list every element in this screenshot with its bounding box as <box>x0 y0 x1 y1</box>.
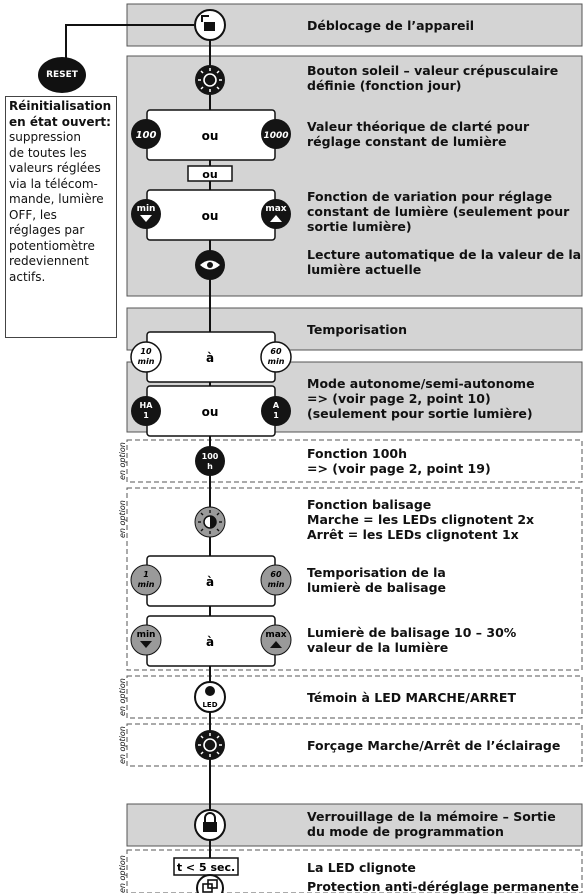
reset-note-line: suppression <box>9 130 81 144</box>
svg-text:min: min <box>138 357 155 366</box>
connector-a-3: à <box>206 635 214 649</box>
lock-button[interactable] <box>194 809 226 841</box>
connector-a-2: à <box>206 575 214 589</box>
reset-note-line: potentiomètre <box>9 238 95 253</box>
option-label-force: en option <box>118 726 127 764</box>
beacon-min-button[interactable]: min <box>130 624 162 656</box>
delay-60-min-button[interactable]: 60 min <box>260 341 292 373</box>
svg-text:10: 10 <box>140 347 152 356</box>
beacon-1-min-button[interactable]: 1 min <box>130 564 162 596</box>
step-lock-text: Verrouillage de la mémoire – Sortie du m… <box>307 809 556 839</box>
t5-label: t < 5 sec. <box>177 861 235 874</box>
delay-10-min-button[interactable]: 10 min <box>130 341 162 373</box>
step-sun-text: Bouton soleil – valeur crépusculaire déf… <box>307 63 559 93</box>
reset-note-line: de toutes les <box>9 145 87 160</box>
connector-ou-2: ou <box>202 209 219 223</box>
reset-note-line: valeurs réglées <box>9 161 101 175</box>
beacon-60-min-button[interactable]: 60 min <box>260 564 292 596</box>
reset-note-line: mande, lumière <box>9 192 104 206</box>
value-100-button[interactable]: 100 <box>131 119 161 149</box>
svg-text:max: max <box>265 204 286 214</box>
svg-text:A: A <box>273 401 280 410</box>
step-force-text: Forçage Marche/Arrêt de l’éclairage <box>307 738 561 753</box>
connector-a-1: à <box>206 351 214 365</box>
svg-text:LED: LED <box>202 701 217 709</box>
svg-text:60: 60 <box>270 347 282 356</box>
svg-text:1: 1 <box>143 570 149 579</box>
reset-note: Réinitialisation en état ouvert: suppres… <box>5 96 117 338</box>
value-1000-button[interactable]: 1000 <box>261 119 291 149</box>
step-brightness-text: Valeur théorique de clarté pour réglage … <box>307 119 530 149</box>
reset-note-line: OFF, les <box>9 207 57 222</box>
step-dimming-text: Fonction de variation pour réglage const… <box>307 189 570 234</box>
beacon-max-button[interactable]: max <box>260 624 292 656</box>
step-led-blink-text: La LED clignote <box>307 860 416 875</box>
eye-button[interactable] <box>195 250 225 280</box>
auto-button[interactable]: A 1 <box>261 396 291 426</box>
ou-connector-label: ou <box>202 168 217 181</box>
reset-note-line: redeviennent <box>9 254 89 268</box>
connector-ou-3: ou <box>202 405 219 419</box>
step-100h-text: Fonction 100h => (voir page 2, point 19) <box>307 446 491 476</box>
sun-button[interactable] <box>195 65 225 95</box>
option-box-led <box>126 675 583 719</box>
svg-text:h: h <box>207 462 213 471</box>
reset-note-line: via la télécom- <box>9 176 98 191</box>
step-led-text: Témoin à LED MARCHE/ARRET <box>307 690 516 705</box>
option-label-protect: en option <box>118 855 127 893</box>
option-label-beacon: en option <box>118 500 127 538</box>
svg-text:1: 1 <box>273 411 279 420</box>
svg-text:1: 1 <box>143 411 149 420</box>
step-unlock-text: Déblocage de l’appareil <box>307 18 475 33</box>
svg-text:1000: 1000 <box>263 131 288 141</box>
led-button[interactable]: LED <box>194 681 226 713</box>
svg-text:min: min <box>138 580 155 589</box>
option-box-force <box>126 723 583 767</box>
step-delay-text: Temporisation <box>307 322 407 337</box>
protection-button[interactable] <box>196 874 224 893</box>
option-box-100h <box>126 439 583 483</box>
connector-ou-1: ou <box>202 129 219 143</box>
semi-auto-button[interactable]: HA 1 <box>131 396 161 426</box>
reset-button[interactable]: RESET <box>38 57 86 93</box>
beacon-sun-button[interactable] <box>194 506 226 538</box>
reset-note-line: réglages par <box>9 223 85 237</box>
reset-note-title: Réinitialisation en état ouvert: <box>9 99 112 129</box>
min-button[interactable]: min <box>131 199 161 229</box>
svg-text:min: min <box>268 580 285 589</box>
force-light-button[interactable] <box>195 730 225 760</box>
unlock-button[interactable] <box>194 9 226 41</box>
step-beacon-delay-text: Temporisation de la lumierè de balisage <box>307 565 446 595</box>
step-beacon-level-text: Lumierè de balisage 10 – 30% valeur de l… <box>307 625 517 655</box>
step-autoread-text: Lecture automatique de la valeur de la l… <box>307 247 582 277</box>
svg-text:min: min <box>137 204 156 214</box>
option-box-beacon <box>126 487 583 671</box>
option-label-led: en option <box>118 678 127 716</box>
svg-text:max: max <box>265 630 286 640</box>
svg-text:HA: HA <box>140 401 154 410</box>
svg-text:min: min <box>268 357 285 366</box>
100h-button[interactable]: 100 h <box>195 446 225 476</box>
svg-text:60: 60 <box>270 570 282 579</box>
option-box-protect <box>126 849 583 893</box>
reset-note-line: actifs. <box>9 269 46 284</box>
step-mode-text: Mode autonome/semi-autonome => (voir pag… <box>307 376 535 421</box>
svg-text:100: 100 <box>202 452 219 461</box>
option-label-100h: en option <box>118 442 127 480</box>
max-button[interactable]: max <box>261 199 291 229</box>
svg-text:min: min <box>137 630 156 640</box>
step-beacon-text: Fonction balisage Marche = les LEDs clig… <box>307 497 535 542</box>
step-protect-text: Protection anti-déréglage permanente <box>307 879 579 894</box>
svg-text:100: 100 <box>136 130 157 141</box>
ou-connector-box <box>187 165 233 182</box>
